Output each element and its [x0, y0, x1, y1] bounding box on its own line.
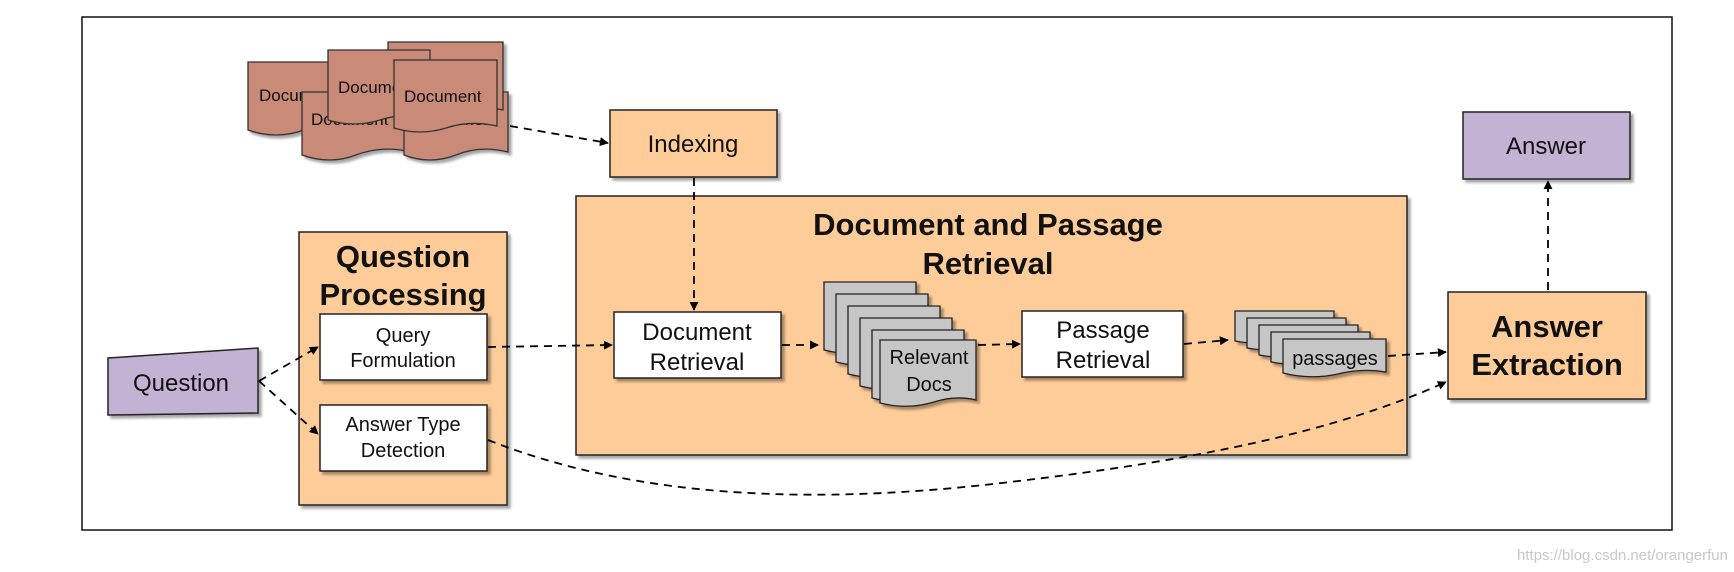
- question-processing-title-line2: Processing: [319, 277, 486, 312]
- documents-stack: Document Document Document Document Docu…: [247, 41, 509, 161]
- answer-label: Answer: [1506, 133, 1586, 160]
- answer-node: Answer: [1462, 111, 1631, 180]
- edge-passages-answer-extraction: [1387, 348, 1447, 358]
- passage-retrieval-node: Passage Retrieval: [1021, 310, 1184, 378]
- edge-query-document-retrieval: [487, 340, 613, 350]
- passage-retrieval-line2: Retrieval: [1056, 347, 1151, 374]
- answer-extraction-line1: Answer: [1491, 309, 1603, 344]
- question-label: Question: [133, 370, 229, 397]
- connectors: [258, 125, 1553, 496]
- watermark-text: https://blog.csdn.net/orangerfun: [1517, 547, 1728, 564]
- document-retrieval-line2: Retrieval: [650, 349, 745, 376]
- indexing-node: Indexing: [609, 109, 778, 178]
- question-processing-group: Question Processing Query Formulation An…: [298, 231, 508, 506]
- doc-passage-retrieval-title-line2: Retrieval: [923, 246, 1054, 281]
- answer-type-detection-node: Answer Type Detection: [319, 404, 488, 472]
- indexing-label: Indexing: [648, 131, 739, 158]
- document-card: Document: [393, 59, 498, 133]
- query-formulation-line1: Query: [376, 325, 430, 347]
- answer-type-detection-line2: Detection: [361, 440, 446, 462]
- question-node: Question: [107, 347, 259, 416]
- query-formulation-node: Query Formulation: [319, 313, 488, 381]
- passages-label: passages: [1292, 348, 1378, 370]
- relevant-docs-line2: Docs: [906, 374, 952, 396]
- document-retrieval-line1: Document: [642, 319, 752, 346]
- document-retrieval-node: Document Retrieval: [613, 311, 782, 379]
- edge-passage-retrieval-passages: [1183, 336, 1229, 346]
- relevant-docs-line1: Relevant: [890, 347, 969, 369]
- doc-passage-retrieval-title-line1: Document and Passage: [813, 207, 1163, 242]
- passage-retrieval-line1: Passage: [1056, 317, 1149, 344]
- relevant-docs-node: Relevant Docs: [823, 281, 977, 407]
- answer-type-detection-line1: Answer Type: [345, 414, 460, 436]
- query-formulation-line2: Formulation: [350, 350, 456, 372]
- answer-extraction-node: Answer Extraction: [1447, 291, 1647, 400]
- edge-question-query-formulation: [258, 346, 319, 382]
- doc-passage-retrieval-group: Document and Passage Retrieval Document …: [575, 195, 1408, 456]
- document-label: Document: [404, 87, 482, 106]
- edge-documents-indexing: [509, 125, 609, 147]
- question-processing-title-line1: Question: [336, 239, 470, 274]
- passages-node: passages: [1234, 310, 1387, 378]
- edge-relevant-docs-passage-retrieval: [977, 339, 1021, 349]
- answer-extraction-line2: Extraction: [1471, 347, 1623, 382]
